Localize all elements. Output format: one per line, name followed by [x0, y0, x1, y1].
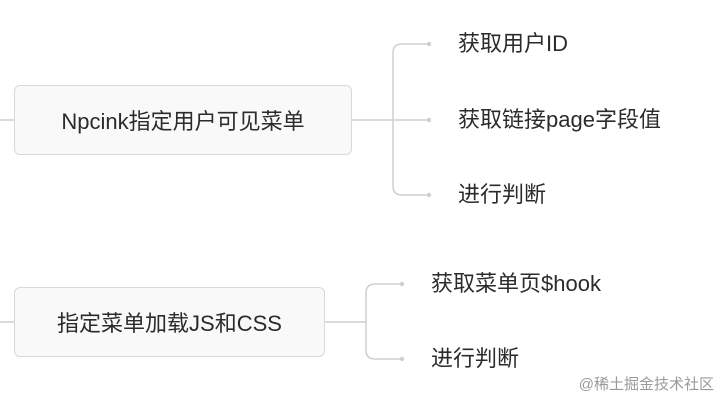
- branch-node-label: 指定菜单加载JS和CSS: [57, 311, 282, 336]
- connector-dot: [426, 41, 432, 47]
- watermark: @稀土掘金技术社区: [578, 376, 714, 393]
- connector-dot: [399, 281, 405, 287]
- branch-node-npcink-menu[interactable]: Npcink指定用户可见菜单: [14, 85, 352, 155]
- connector-branch-2-bracket: [365, 283, 401, 360]
- connector-dot: [426, 117, 432, 123]
- leaf-node-get-user-id[interactable]: 获取用户ID: [458, 31, 569, 56]
- connector-dot: [426, 192, 432, 198]
- leaf-node-judge[interactable]: 进行判断: [431, 346, 520, 371]
- leaf-node-get-menu-hook[interactable]: 获取菜单页$hook: [431, 271, 601, 296]
- leaf-node-get-page-field[interactable]: 获取链接page字段值: [458, 107, 661, 132]
- branch-node-load-js-css[interactable]: 指定菜单加载JS和CSS: [14, 287, 325, 357]
- connector-dot: [399, 356, 405, 362]
- leaf-node-judge[interactable]: 进行判断: [458, 182, 547, 207]
- branch-node-label: Npcink指定用户可见菜单: [61, 109, 305, 134]
